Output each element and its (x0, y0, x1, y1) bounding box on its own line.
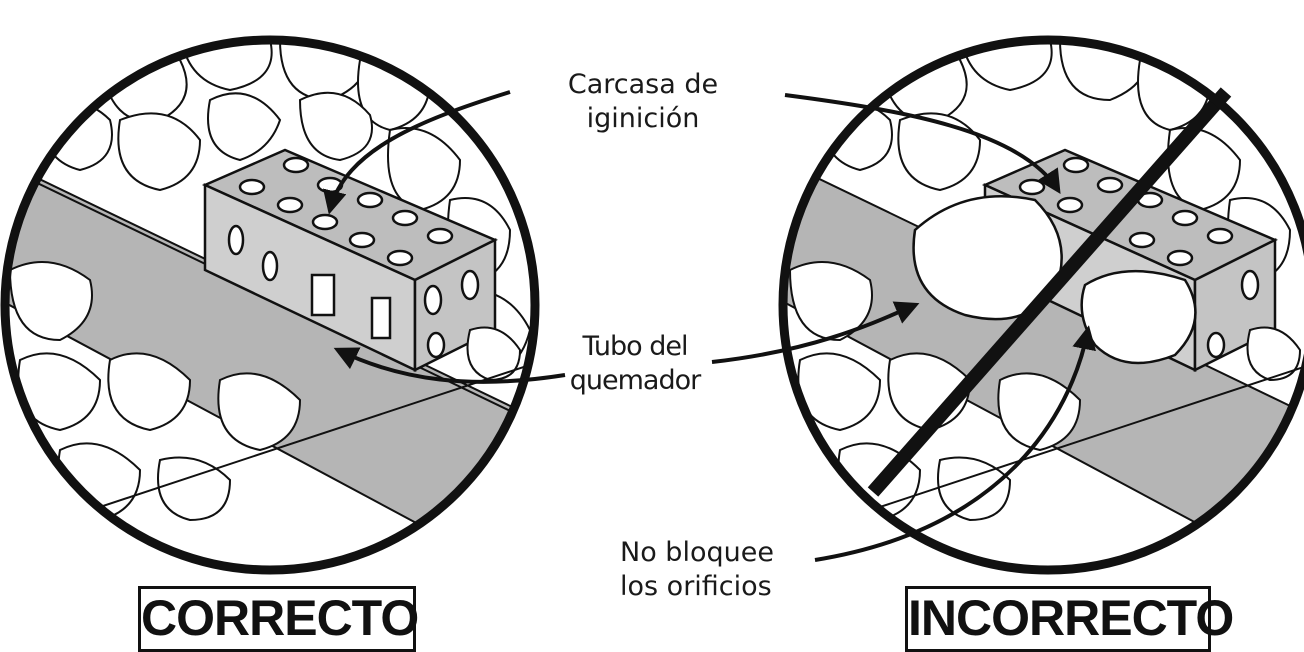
no-block-label: No bloquee los orificios (620, 536, 810, 604)
housing-arrow-right (784, 93, 1061, 195)
incorrect-verdict-box: INCORRECTO (905, 586, 1234, 652)
lava-rocks-bottom-right (788, 261, 1302, 522)
incorrect-frame (778, 35, 1304, 575)
prohibition-slash (867, 87, 1232, 497)
noblock-arrow (814, 325, 1096, 562)
ignition-housing-label-line2: iginición (586, 102, 700, 134)
correct-verdict-box: CORRECTO (138, 586, 419, 652)
correct-frame (0, 35, 540, 575)
ignition-housing-label-line1: Carcasa de (567, 69, 719, 100)
burner-arrow-right (711, 301, 920, 364)
callout-arrows (323, 90, 1096, 562)
housing-arrow-left (323, 90, 511, 215)
ignition-housing-label: Carcasa de iginición (548, 68, 738, 136)
no-block-label-line1: No bloquee (620, 537, 774, 568)
burner-tube-label-line1: Tubo del (582, 331, 689, 362)
burner-arrow-left (333, 347, 566, 384)
burner-tube-label: Tubo del quemador (560, 330, 710, 398)
correct-illustration (5, 40, 535, 570)
no-block-label-line2: los orificios (620, 570, 772, 602)
blocking-rocks (912, 195, 1197, 365)
burner-tube-label-line2: quemador (569, 364, 701, 396)
ignition-housing (201, 148, 498, 373)
